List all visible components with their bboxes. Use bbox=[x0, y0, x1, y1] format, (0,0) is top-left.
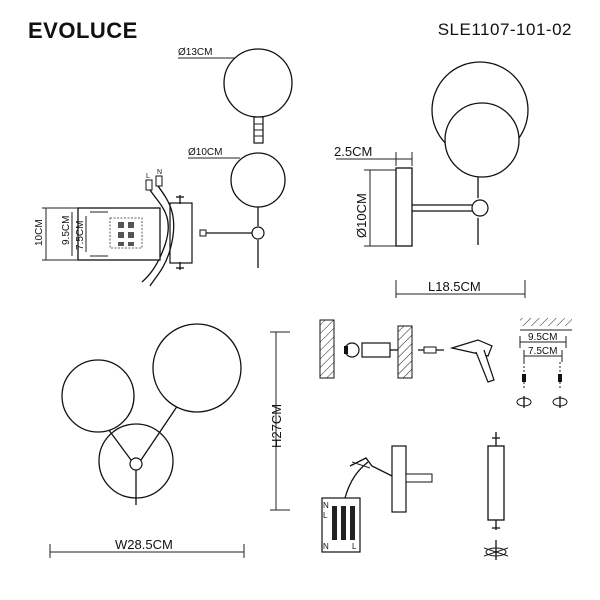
base-plate-detail: 10CM 9.5CM 7.5CM bbox=[34, 207, 161, 261]
assembly-step bbox=[483, 432, 509, 560]
hole-spacing-inner-label: 7.5CM bbox=[75, 221, 86, 250]
wall-section bbox=[319, 319, 335, 379]
wall-section bbox=[397, 325, 413, 379]
mount-box bbox=[169, 202, 193, 264]
wire-label-n: N bbox=[157, 169, 162, 176]
front-detail-view: Ø13CM Ø10CM L N bbox=[141, 47, 293, 287]
joint bbox=[251, 226, 265, 240]
hammer-head bbox=[449, 339, 493, 357]
wire bbox=[141, 189, 169, 283]
terminal-n-top: N bbox=[323, 501, 329, 510]
hammer-handle bbox=[475, 349, 495, 383]
front-left-globe bbox=[61, 359, 135, 433]
front-right-globe bbox=[152, 323, 242, 413]
model-number: SLE1107-101-02 bbox=[437, 20, 572, 39]
lamp-arm bbox=[405, 473, 433, 483]
front-right-arm bbox=[140, 404, 179, 461]
small-globe bbox=[230, 152, 286, 208]
terminal-n-bottom: N bbox=[323, 542, 329, 551]
large-globe-diameter-label: Ø13CM bbox=[178, 47, 212, 58]
mount-hole-outer-label: 9.5CM bbox=[528, 332, 557, 343]
hole-spacing-outer-label: 9.5CM bbox=[61, 216, 72, 245]
side-plate bbox=[395, 167, 413, 247]
mount-hole-inner-label: 7.5CM bbox=[528, 346, 557, 357]
drill-body bbox=[361, 342, 391, 358]
side-height-label: Ø10CM bbox=[354, 193, 369, 238]
plate-depth-label: 2.5CM bbox=[334, 144, 372, 159]
large-globe bbox=[223, 48, 293, 118]
wiring-step: N L N L bbox=[321, 445, 433, 553]
side-joint bbox=[471, 199, 489, 217]
side-length-label: L18.5CM bbox=[428, 279, 481, 294]
arm-end bbox=[199, 229, 207, 237]
side-view: 2.5CM Ø10CM L18.5CM bbox=[334, 61, 529, 298]
brand-name: EVOLUCE bbox=[28, 18, 138, 43]
front-width-label: W28.5CM bbox=[115, 537, 173, 552]
front-view: W28.5CM H27CM bbox=[49, 323, 290, 558]
lamp-plate bbox=[391, 445, 407, 513]
terminal-l-top: L bbox=[323, 511, 328, 520]
wire-bundle bbox=[344, 461, 369, 499]
side-small-globe bbox=[444, 102, 520, 178]
small-globe-diameter-label: Ø10CM bbox=[188, 147, 222, 158]
mounting-template: 9.5CM 7.5CM bbox=[516, 318, 572, 408]
terminal-block bbox=[109, 217, 143, 249]
front-joint bbox=[129, 457, 143, 471]
wire-label-l: L bbox=[146, 173, 150, 180]
assembly-plate bbox=[487, 445, 505, 521]
plate-height-label: 10CM bbox=[34, 219, 45, 246]
wire bbox=[149, 185, 175, 287]
drill-step bbox=[319, 319, 495, 383]
terminal-l-bottom: L bbox=[352, 542, 357, 551]
front-height-label: H27CM bbox=[269, 404, 284, 448]
